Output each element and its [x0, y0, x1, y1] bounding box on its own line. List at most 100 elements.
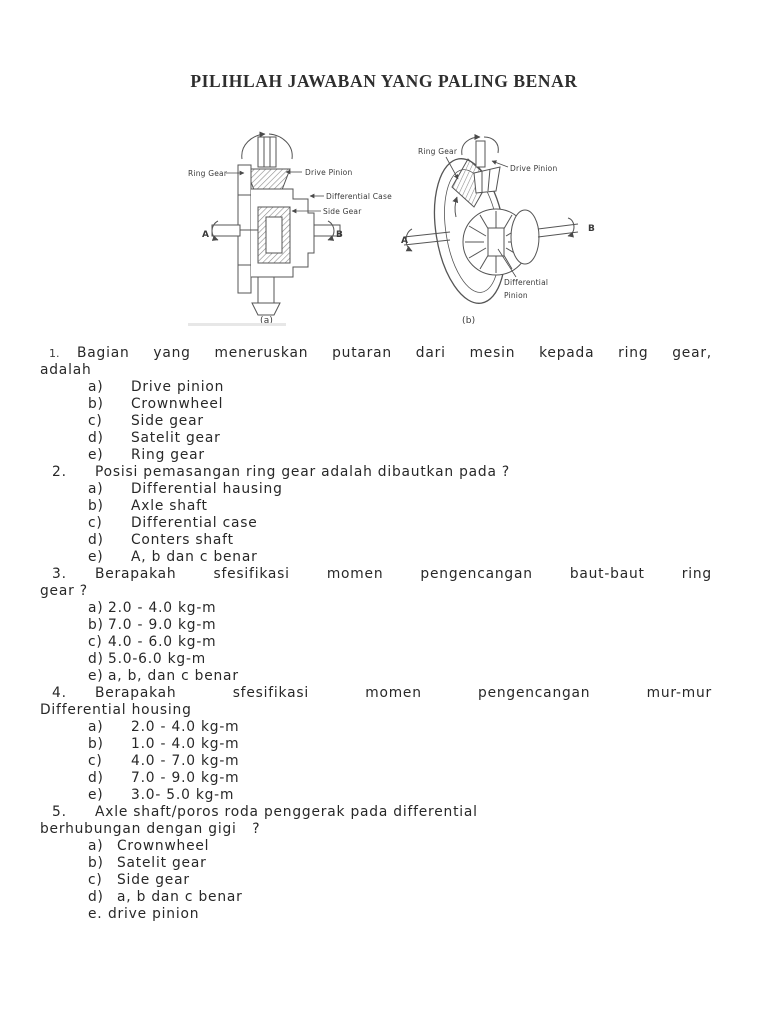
- option-text: Conters shaft: [131, 532, 234, 548]
- fig-b-axle-a-label: A: [401, 236, 408, 246]
- question-4-option-d: d) 7.0 - 9.0 kg-m: [40, 770, 712, 787]
- question-3-option-a: a)2.0 - 4.0 kg-m: [40, 600, 712, 617]
- option-label: c): [88, 413, 103, 429]
- option-text: 7.0 - 9.0 kg-m: [131, 770, 240, 786]
- question-3: 3. Berapakah sfesifikasi momen pengencan…: [40, 566, 712, 685]
- option-text: Axle shaft: [131, 498, 208, 514]
- question-3-text-continuation: gear ?: [40, 583, 88, 599]
- question-5-option-d: d) a, b dan c benar: [40, 889, 712, 906]
- option-text: a, b, dan c benar: [108, 668, 239, 684]
- question-4-text-continuation: Differential housing: [40, 702, 192, 718]
- question-2-option-d: d) Conters shaft: [40, 532, 712, 549]
- option-text: 2.0 - 4.0 kg-m: [131, 719, 240, 735]
- option-label: d): [88, 889, 104, 905]
- option-label: d): [88, 651, 104, 667]
- question-2-number: 2.: [52, 464, 67, 480]
- question-3-option-b: b)7.0 - 9.0 kg-m: [40, 617, 712, 634]
- option-text: 4.0 - 6.0 kg-m: [108, 634, 217, 650]
- option-label: d): [88, 770, 104, 786]
- gear-assembly-drawing: [211, 131, 341, 316]
- question-4-text: Berapakah sfesifikasi momen pengencangan…: [95, 685, 712, 701]
- option-label: c): [88, 515, 103, 531]
- option-label: c): [88, 634, 103, 650]
- scan-artifact-line: [188, 323, 286, 326]
- fig-a-differential-case-label: Differential Case: [326, 192, 392, 201]
- question-2: 2. Posisi pemasangan ring gear adalah di…: [40, 464, 712, 566]
- option-label: b): [88, 736, 104, 752]
- question-5-option-b: b)Satelit gear: [40, 855, 712, 872]
- option-label: c): [88, 753, 103, 769]
- question-1-option-d: d) Satelit gear: [40, 430, 712, 447]
- option-text: 2.0 - 4.0 kg-m: [108, 600, 217, 616]
- question-2-option-a: a) Differential hausing: [40, 481, 712, 498]
- question-5-number: 5.: [52, 804, 67, 820]
- question-3-option-d: d)5.0-6.0 kg-m: [40, 651, 712, 668]
- option-text: Differential hausing: [131, 481, 283, 497]
- option-text: 5.0-6.0 kg-m: [108, 651, 207, 667]
- leader-lines: [226, 169, 324, 214]
- question-1: 1. Bagian yang meneruskan putaran dari m…: [40, 345, 712, 464]
- fig-b-drive-pinion-label: Drive Pinion: [510, 164, 557, 173]
- option-label: a): [88, 838, 104, 854]
- differential-perspective-diagram: Ring Gear Drive Pinion Differential Pini…: [401, 134, 595, 326]
- question-3-option-c: c) 4.0 - 6.0 kg-m: [40, 634, 712, 651]
- option-text: drive pinion: [108, 906, 200, 922]
- option-text: a, b dan c benar: [117, 889, 243, 905]
- question-3-number: 3.: [52, 566, 67, 582]
- question-list: 1. Bagian yang meneruskan putaran dari m…: [40, 345, 712, 923]
- option-label: a): [88, 481, 104, 497]
- fig-a-axle-b-label: B: [336, 230, 343, 240]
- option-text: Crownwheel: [117, 838, 210, 854]
- question-4-option-a: a) 2.0 - 4.0 kg-m: [40, 719, 712, 736]
- option-label: d): [88, 430, 104, 446]
- option-label: e.: [88, 906, 103, 922]
- question-5-text-continuation: berhubungan dengan gigi ?: [40, 821, 261, 837]
- question-5-option-a: a) Crownwheel: [40, 838, 712, 855]
- question-3-option-e: e)a, b, dan c benar: [40, 668, 712, 685]
- fig-a-caption: (a): [260, 316, 273, 326]
- question-4: 4. Berapakah sfesifikasi momen pengencan…: [40, 685, 712, 804]
- page-title: PILIHLAH JAWABAN YANG PALING BENAR: [190, 71, 578, 91]
- question-4-option-e: e)3.0- 5.0 kg-m: [40, 787, 712, 804]
- option-text: Drive pinion: [131, 379, 225, 395]
- question-5: 5. Axle shaft/poros roda penggerak pada …: [40, 804, 712, 923]
- option-text: 1.0 - 4.0 kg-m: [131, 736, 240, 752]
- question-2-option-e: e)A, b dan c benar: [40, 549, 712, 566]
- fig-b-axle-b-label: B: [588, 224, 595, 234]
- option-label: b): [88, 498, 104, 514]
- fig-b-differential-pinion-label-line1: Differential: [504, 278, 548, 287]
- option-text: Satelit gear: [131, 430, 221, 446]
- option-text: A, b dan c benar: [131, 549, 258, 565]
- option-text: 3.0- 5.0 kg-m: [131, 787, 235, 803]
- question-5-option-e: e. drive pinion: [40, 906, 712, 923]
- option-text: Crownwheel: [131, 396, 224, 412]
- question-3-text: Berapakah sfesifikasi momen pengencangan…: [95, 566, 712, 582]
- option-label: c): [88, 872, 103, 888]
- option-text: Differential case: [131, 515, 258, 531]
- option-label: e): [88, 447, 104, 463]
- fig-b-ring-gear-label: Ring Gear: [418, 147, 458, 156]
- option-label: a): [88, 600, 104, 616]
- gear-assembly-drawing: [403, 134, 579, 304]
- fig-b-differential-pinion-label-line2: Pinion: [504, 291, 528, 300]
- question-1-number: 1.: [49, 347, 60, 360]
- question-4-option-b: b) 1.0 - 4.0 kg-m: [40, 736, 712, 753]
- question-5-text: Axle shaft/poros roda penggerak pada dif…: [95, 804, 478, 820]
- question-1-option-a: a)Drive pinion: [40, 379, 712, 396]
- differential-section-diagram: Ring Gear Drive Pinion Differential Case…: [188, 131, 392, 326]
- option-text: 4.0 - 7.0 kg-m: [131, 753, 240, 769]
- option-label: b): [88, 396, 104, 412]
- question-5-option-c: c)Side gear: [40, 872, 712, 889]
- option-label: a): [88, 719, 104, 735]
- question-1-option-c: c)Side gear: [40, 413, 712, 430]
- option-label: d): [88, 532, 104, 548]
- question-2-option-c: c) Differential case: [40, 515, 712, 532]
- option-text: Satelit gear: [117, 855, 207, 871]
- fig-a-side-gear-label: Side Gear: [323, 207, 362, 216]
- fig-a-axle-a-label: A: [202, 230, 209, 240]
- option-label: b): [88, 617, 104, 633]
- question-4-number: 4.: [52, 685, 67, 701]
- fig-a-drive-pinion-label: Drive Pinion: [305, 168, 352, 177]
- option-label: e): [88, 668, 104, 684]
